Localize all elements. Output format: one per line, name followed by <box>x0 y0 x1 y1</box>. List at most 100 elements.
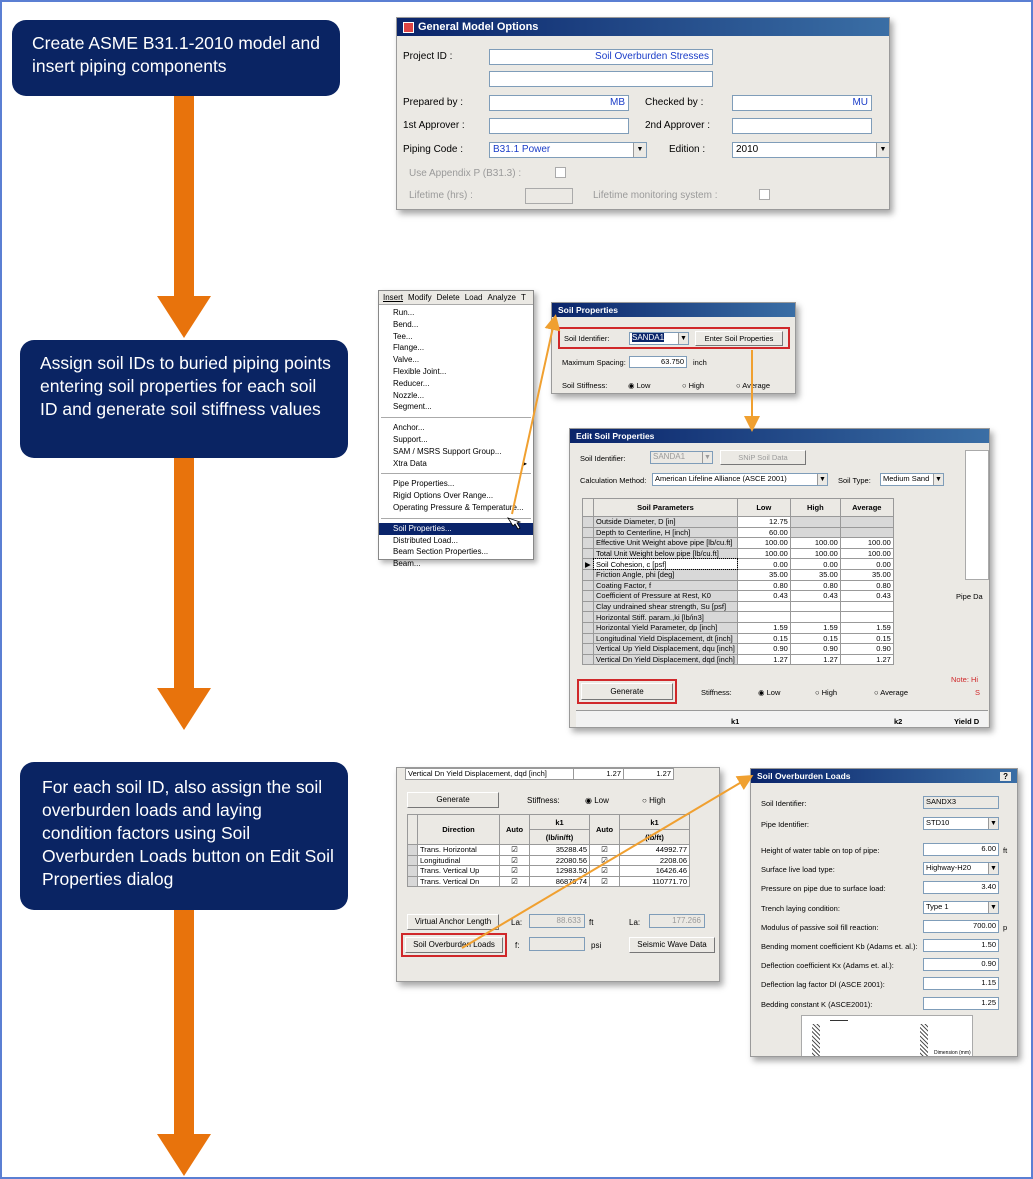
row-selector[interactable] <box>582 590 594 602</box>
menu-item[interactable]: Nozzle... <box>393 390 425 400</box>
table-cell[interactable]: 100.00 <box>736 547 791 560</box>
snip-soil-data-button[interactable]: SNiP Soil Data <box>720 450 806 465</box>
row-selector[interactable] <box>407 844 418 856</box>
sol-row-field[interactable]: 0.90 <box>923 958 999 972</box>
row-selector[interactable] <box>582 653 594 666</box>
table-cell[interactable]: 0.43 <box>736 590 791 602</box>
menu-item[interactable]: Beam... <box>393 559 421 569</box>
row-selector[interactable] <box>582 537 594 549</box>
sp-id-select[interactable]: SANDA1▼ <box>629 332 689 345</box>
virtual-anchor-length-button[interactable]: Virtual Anchor Length <box>407 914 499 930</box>
table-cell[interactable]: 1.27 <box>839 653 894 666</box>
sol-row-field[interactable]: 700.00 <box>923 919 999 933</box>
row-selector[interactable] <box>407 875 418 888</box>
table-cell[interactable]: 0.15 <box>789 632 841 645</box>
enter-soil-properties-button[interactable]: Enter Soil Properties <box>695 331 783 346</box>
sol-row-field[interactable]: Highway-H20▼ <box>923 862 999 876</box>
sp-radio-high[interactable]: ○ High <box>682 381 705 390</box>
menu-item[interactable]: Bend... <box>393 319 419 329</box>
k1-cell-2[interactable]: 44992.77 <box>619 844 690 856</box>
row-selector[interactable] <box>407 854 418 867</box>
menu-item[interactable]: Tee... <box>393 331 413 341</box>
row-selector[interactable] <box>582 600 594 613</box>
table-cell[interactable]: 35.00 <box>839 568 894 581</box>
k1-cell[interactable]: 86879.74 <box>529 875 590 888</box>
row-selector[interactable]: ▶ <box>582 558 594 570</box>
esp-calc-select[interactable]: American Lifeline Alliance (ASCE 2001)▼ <box>652 473 828 486</box>
esp-id-select[interactable]: SANDA1▼ <box>650 451 713 464</box>
row-selector[interactable] <box>582 568 594 581</box>
sp-radio-low[interactable]: ◉ Low <box>628 381 651 390</box>
row-selector[interactable] <box>582 643 594 655</box>
menu-bar-item[interactable]: Load <box>464 293 483 302</box>
f-input[interactable] <box>529 937 585 951</box>
table-cell[interactable]: 0.90 <box>736 643 791 655</box>
row-selector[interactable] <box>582 611 594 623</box>
menu-bar-item[interactable]: T <box>520 293 526 302</box>
menu-bar-item[interactable]: Analyze <box>487 293 516 302</box>
sol-row-field[interactable]: 1.25 <box>923 996 999 1010</box>
table-cell[interactable] <box>736 600 791 613</box>
table-cell[interactable]: 0.00 <box>789 558 841 570</box>
menu-item[interactable]: Beam Section Properties... <box>393 547 489 557</box>
table-cell[interactable]: 60.00 <box>736 526 791 539</box>
menu-item[interactable]: Rigid Options Over Range... <box>393 491 494 501</box>
menu-item[interactable]: Operating Pressure & Temperature... <box>393 502 524 512</box>
table-cell[interactable]: 0.00 <box>839 558 894 570</box>
edition-select[interactable]: 2010▼ <box>732 142 889 158</box>
table-cell[interactable] <box>736 611 791 623</box>
auto-checkbox-2[interactable]: ☑ <box>589 875 620 888</box>
table-cell[interactable]: 0.43 <box>839 590 894 602</box>
table-cell[interactable] <box>839 611 894 623</box>
table-cell[interactable]: 0.90 <box>789 643 841 655</box>
checked-by-input[interactable]: MU <box>732 95 872 111</box>
table-cell[interactable]: 100.00 <box>736 537 791 549</box>
lifetime-input[interactable] <box>525 188 573 204</box>
generate-button[interactable]: Generate <box>577 679 677 704</box>
menu-item[interactable]: SAM / MSRS Support Group... <box>393 446 502 456</box>
row-selector[interactable] <box>582 579 594 592</box>
table-cell[interactable]: 0.90 <box>839 643 894 655</box>
esp2-radio-low[interactable]: ◉ Low <box>585 796 609 805</box>
table-cell[interactable]: 12.75 <box>736 516 791 528</box>
menu-item[interactable]: Segment... <box>393 402 432 412</box>
table-cell[interactable]: 100.00 <box>789 537 841 549</box>
menu-item[interactable]: Xtra Data▸ <box>393 458 527 468</box>
table-cell[interactable]: 35.00 <box>789 568 841 581</box>
row-selector[interactable] <box>582 526 594 539</box>
esp-radio-average[interactable]: ○ Average <box>874 688 909 697</box>
lifetime-monitor-checkbox[interactable] <box>759 189 770 200</box>
sol-row-field[interactable]: Type 1▼ <box>923 900 999 914</box>
auto-checkbox[interactable]: ☑ <box>499 844 530 856</box>
k1-cell[interactable]: 12983.50 <box>529 865 590 877</box>
appendix-checkbox[interactable] <box>555 167 566 178</box>
table-cell[interactable]: 1.59 <box>736 621 791 634</box>
table-cell[interactable]: 0.15 <box>736 632 791 645</box>
sol-row-field[interactable]: 1.50 <box>923 939 999 952</box>
esp-radio-low[interactable]: ◉ Low <box>758 688 781 697</box>
sol-row-field[interactable]: 3.40 <box>923 881 999 895</box>
menu-item[interactable]: Flange... <box>393 343 425 353</box>
soil-overburden-loads-button[interactable]: Soil Overburden Loads <box>401 933 507 957</box>
k1-cell-2[interactable]: 2208.06 <box>619 854 690 867</box>
sp-spacing-input[interactable]: 63.750 <box>629 356 687 368</box>
table-cell[interactable]: 0.43 <box>789 590 841 602</box>
table-cell[interactable]: 0.15 <box>839 632 894 645</box>
menu-item[interactable]: Anchor... <box>393 423 425 433</box>
table-cell[interactable] <box>789 600 841 613</box>
k1-cell-2[interactable]: 110771.70 <box>619 875 690 888</box>
sol-row-field[interactable]: 1.15 <box>923 977 999 991</box>
table-cell[interactable]: 1.27 <box>736 653 791 666</box>
seismic-wave-data-button[interactable]: Seismic Wave Data <box>629 937 715 953</box>
prepared-by-input[interactable]: MB <box>489 95 629 111</box>
table-cell[interactable]: 0.80 <box>736 579 791 592</box>
k1-cell[interactable]: 22080.56 <box>529 854 590 867</box>
project-id-input[interactable]: Soil Overburden Stresses <box>489 49 713 65</box>
table-cell[interactable]: 0.80 <box>839 579 894 592</box>
table-cell[interactable]: 1.27 <box>789 653 841 666</box>
menu-item[interactable]: Flexible Joint... <box>393 366 447 376</box>
la-input[interactable]: 177.266 <box>649 914 705 928</box>
k1-cell-2[interactable]: 16426.46 <box>619 865 690 877</box>
menu-item[interactable]: Soil Properties... <box>379 522 533 535</box>
esp-type-select[interactable]: Medium Sand▼ <box>880 473 944 486</box>
